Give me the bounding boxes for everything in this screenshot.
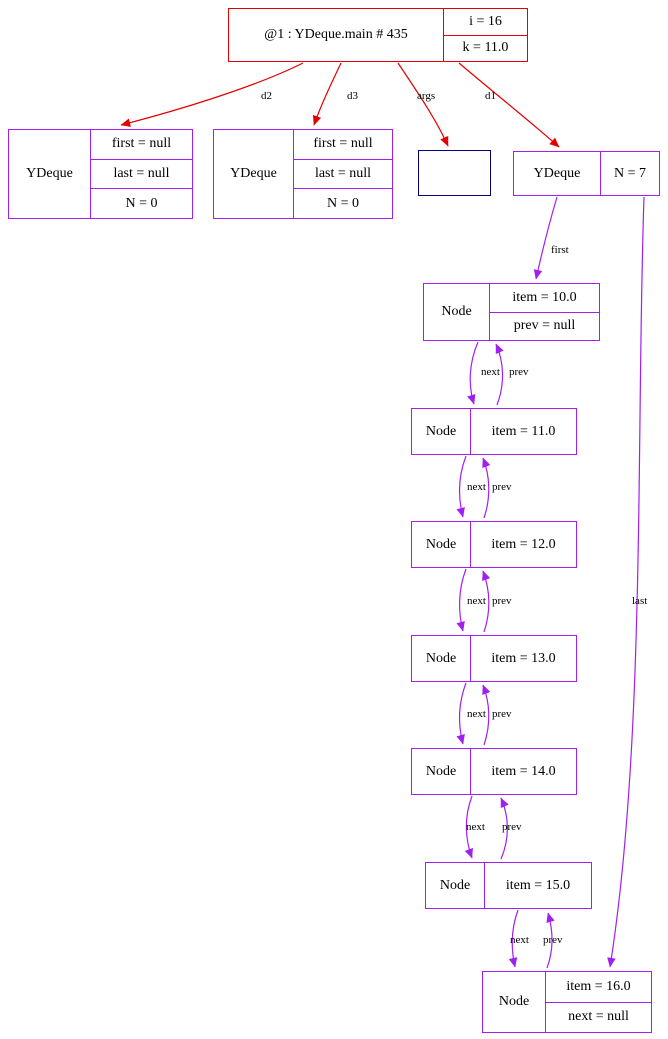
ydeque-d3-field-last: last = null: [294, 158, 392, 189]
node-16-type-label: Node: [483, 972, 546, 1032]
edge-first: [533, 196, 558, 280]
frame-field-k: k = 11.0: [444, 34, 527, 62]
ydeque-d1-type-label: YDeque: [514, 152, 601, 195]
edge-label-next-1: next: [481, 366, 500, 378]
edge-label-prev-3: prev: [492, 595, 512, 607]
ydeque-d2-field-n: N = 0: [91, 188, 192, 218]
ydeque-d3-node: YDeque first = null last = null N = 0: [213, 129, 393, 219]
ydeque-d2-type-label: YDeque: [9, 130, 91, 218]
node-12-field-item: item = 12.0: [491, 536, 556, 552]
edge-d3: [312, 62, 342, 126]
ydeque-d2-node: YDeque first = null last = null N = 0: [8, 129, 193, 219]
edge-label-prev-6: prev: [543, 934, 563, 946]
edge-d1: [458, 62, 560, 148]
node-11-field-item: item = 11.0: [491, 423, 556, 439]
edge-last: [607, 196, 645, 968]
node-14-field-item: item = 14.0: [491, 763, 556, 779]
edge-next-13-14: [456, 682, 467, 745]
edge-label-next-4: next: [467, 708, 486, 720]
ydeque-d1-field-n: N = 7: [613, 165, 646, 181]
edge-label-next-3: next: [467, 595, 486, 607]
node-13-field-item: item = 13.0: [491, 650, 556, 666]
edge-label-d2: d2: [261, 90, 272, 102]
node-16-field-next: next = null: [546, 1001, 651, 1033]
node-11-type-label: Node: [412, 409, 471, 454]
list-node-16: Node item = 16.0 next = null: [482, 971, 652, 1033]
node-15-field-item: item = 15.0: [505, 877, 571, 893]
edge-label-d1: d1: [485, 90, 496, 102]
ydeque-d3-type-label: YDeque: [214, 130, 294, 218]
stack-frame-node: @1 : YDeque.main # 435 i = 16 k = 11.0: [228, 8, 528, 62]
list-node-12: Node item = 12.0: [411, 521, 577, 568]
frame-field-i: i = 16: [469, 13, 502, 29]
stack-frame-title: @1 : YDeque.main # 435: [229, 9, 444, 61]
list-node-14: Node item = 14.0: [411, 748, 577, 795]
edge-label-prev-5: prev: [502, 821, 522, 833]
list-node-10: Node item = 10.0 prev = null: [423, 283, 600, 341]
ydeque-d2-field-first: first = null: [111, 136, 172, 152]
edge-label-first: first: [551, 244, 569, 256]
ydeque-d3-field-first: first = null: [313, 136, 373, 152]
node-13-type-label: Node: [412, 636, 471, 681]
edge-next-11-12: [456, 455, 467, 518]
list-node-11: Node item = 11.0: [411, 408, 577, 455]
list-node-13: Node item = 13.0: [411, 635, 577, 682]
list-node-15: Node item = 15.0: [425, 862, 592, 909]
ydeque-d2-field-last: last = null: [91, 158, 192, 189]
edge-label-prev-1: prev: [509, 366, 529, 378]
ydeque-d1-node: YDeque N = 7: [513, 151, 660, 196]
node-10-field-prev: prev = null: [490, 311, 599, 341]
edge-d2: [120, 62, 304, 127]
edge-label-next-5: next: [466, 821, 485, 833]
edge-label-prev-4: prev: [492, 708, 512, 720]
node-15-type-label: Node: [426, 863, 485, 908]
edge-next-12-13: [456, 568, 467, 632]
args-array-node: [418, 150, 491, 196]
node-12-type-label: Node: [412, 522, 471, 567]
ydeque-d3-field-n: N = 0: [294, 188, 392, 218]
edge-next-10-11: [467, 341, 479, 405]
edge-label-last: last: [632, 595, 648, 607]
node-10-field-item: item = 10.0: [512, 289, 577, 305]
edge-label-d3: d3: [347, 90, 358, 102]
node-10-type-label: Node: [424, 284, 490, 340]
edge-label-args: args: [417, 90, 436, 102]
edge-args: [397, 62, 449, 147]
edge-label-prev-2: prev: [492, 481, 512, 493]
node-14-type-label: Node: [412, 749, 471, 794]
node-16-field-item: item = 16.0: [566, 978, 631, 994]
edge-label-next-6: next: [510, 934, 529, 946]
edge-label-next-2: next: [467, 481, 486, 493]
